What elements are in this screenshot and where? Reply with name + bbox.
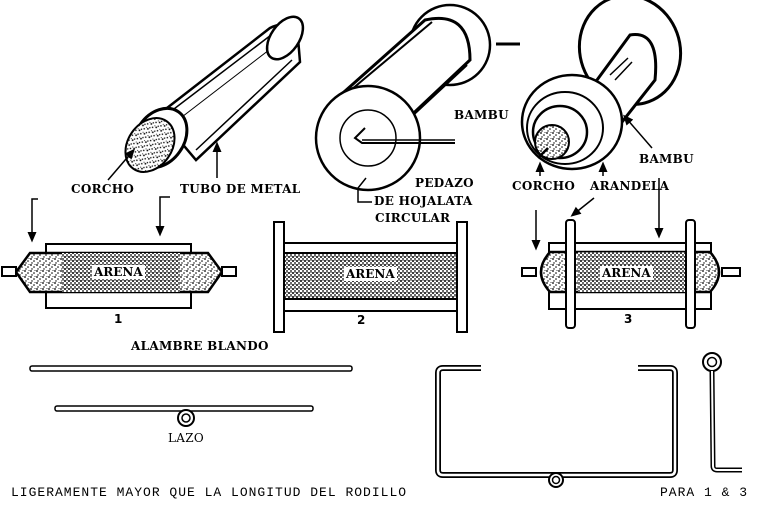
roller-2-arena-label: ARENA xyxy=(344,267,397,281)
bambu-right-pointer xyxy=(623,114,653,149)
wire-with-loop xyxy=(54,405,314,427)
label-footer-right: PARA 1 & 3 xyxy=(660,485,749,500)
bamboo-roller-illustration xyxy=(314,3,520,192)
roller-3-arena-label: ARENA xyxy=(600,266,653,280)
label-bambu-middle: BAMBU xyxy=(454,108,509,122)
label-arandela: ARANDELA xyxy=(590,179,670,193)
label-alambre-blando: ALAMBRE BLANDO xyxy=(131,339,269,353)
roller-3-cross-section xyxy=(521,219,741,329)
label-footer-left: LIGERAMENTE MAYOR QUE LA LONGITUD DEL RO… xyxy=(11,485,408,500)
label-corcho-right: CORCHO xyxy=(512,179,576,193)
roller-1-corcho-pointer xyxy=(27,198,38,243)
bent-wire-frame xyxy=(435,365,678,488)
roller-2-number: 2 xyxy=(357,313,366,327)
straight-soft-wire xyxy=(29,365,353,372)
side-view-wire xyxy=(702,352,742,473)
roller-1-number: 1 xyxy=(114,312,123,326)
roller-1-cross-section xyxy=(1,243,237,309)
label-lazo: LAZO xyxy=(168,431,205,445)
label-bambu-right: BAMBU xyxy=(639,152,694,166)
roller-3-number: 3 xyxy=(624,312,633,326)
metal-tube-cylinder-illustration xyxy=(124,15,305,173)
label-corcho-top: CORCHO xyxy=(71,182,135,196)
corcho-top-pointer xyxy=(107,148,135,181)
label-pedazo-line3: CIRCULAR xyxy=(375,211,451,225)
roller-1-arena-label: ARENA xyxy=(92,265,145,279)
roller-3-arandela-pointer xyxy=(570,197,595,217)
pedazo-bracket xyxy=(357,177,372,203)
bamboo-washer-roller-illustration xyxy=(520,0,683,171)
roller-1-tubo-pointer xyxy=(155,196,170,237)
label-pedazo-line1: PEDAZO xyxy=(415,176,474,190)
label-pedazo-line2: DE HOJALATA xyxy=(374,194,473,208)
label-tubo-de-metal: TUBO DE METAL xyxy=(180,182,301,196)
